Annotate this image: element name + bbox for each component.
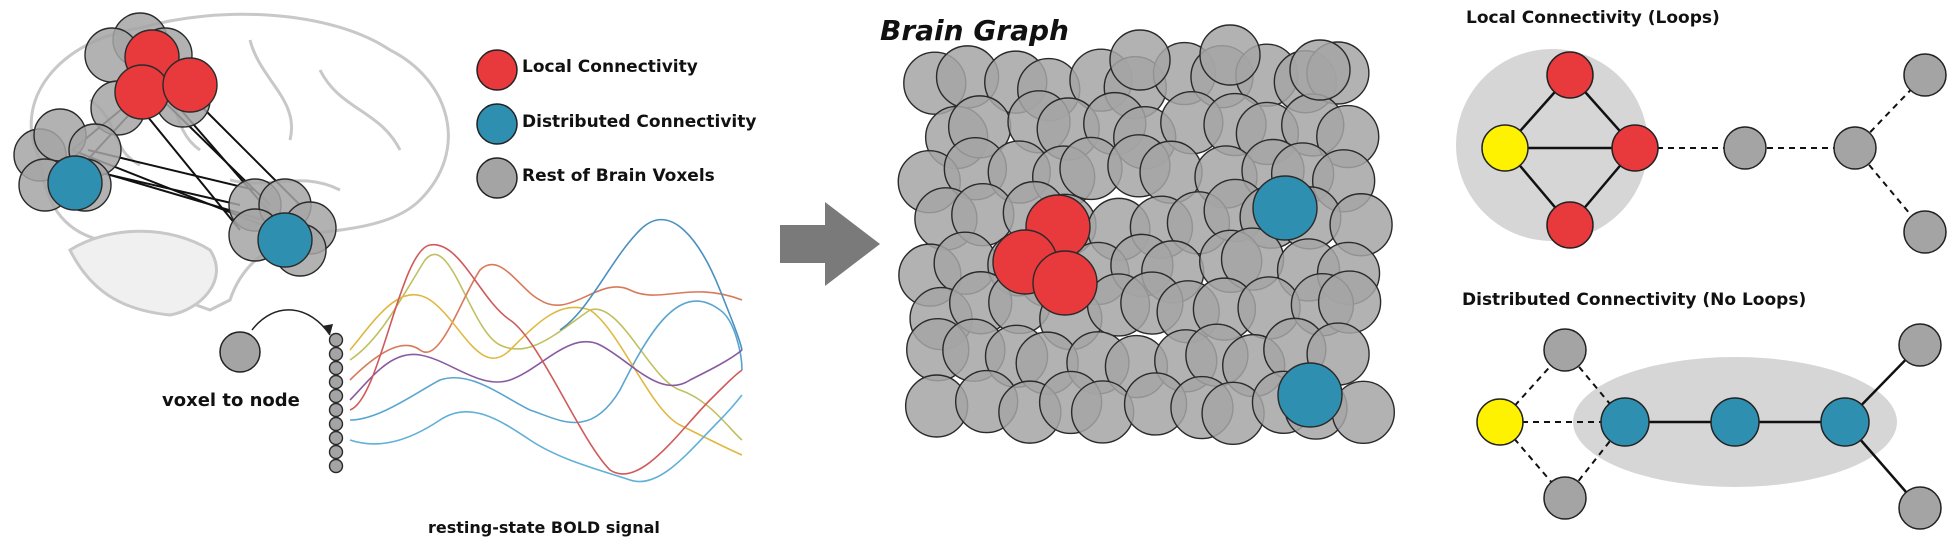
rest-node (1898, 323, 1942, 367)
voxel-to-node-label: voxel to node (162, 390, 300, 411)
voxel-node (219, 331, 261, 373)
stack-node (328, 430, 344, 446)
bold-trace (559, 218, 743, 351)
legend-rest-icon (476, 157, 518, 199)
distributed-node (1710, 397, 1760, 447)
local-connectivity-title: Local Connectivity (Loops) (1466, 8, 1720, 28)
brain-voxels (13, 12, 337, 277)
stack-node (328, 416, 344, 432)
bold-signal-traces (349, 218, 743, 483)
stack-node (328, 444, 344, 460)
local-node (1611, 124, 1659, 172)
bold-signal-label: resting-state BOLD signal (428, 518, 660, 537)
local-seed-node (1481, 124, 1529, 172)
distributed-voxel (47, 155, 103, 211)
graph-distributed-node (1252, 175, 1318, 241)
graph-node (1109, 29, 1171, 91)
stack-node (328, 374, 344, 390)
local-voxel (114, 64, 170, 120)
graph-node (1289, 39, 1351, 101)
rest-node (1543, 328, 1587, 372)
bold-trace (349, 263, 743, 381)
graph-local-node (1032, 250, 1098, 316)
bold-trace (349, 293, 743, 456)
brain-graph (897, 24, 1396, 446)
graph-node (1317, 270, 1382, 334)
transform-arrow (780, 202, 880, 286)
local-node (1546, 201, 1594, 249)
distributed-node (1600, 397, 1650, 447)
legend-local-label: Local Connectivity (522, 57, 698, 77)
brain-graph-title: Brain Graph (880, 14, 1069, 47)
local-loop-highlight (1456, 49, 1648, 241)
node-stack (328, 332, 344, 474)
distributed-connectivity-title: Distributed Connectivity (No Loops) (1462, 290, 1807, 310)
stack-node (328, 332, 344, 348)
bold-trace (349, 244, 743, 475)
rest-node (1833, 126, 1877, 170)
voxel-arrow-head (322, 324, 333, 335)
rest-node (1543, 476, 1587, 520)
bold-trace (349, 394, 743, 483)
voxel-arrow (251, 309, 331, 336)
local-chain-edges (1635, 74, 1926, 233)
stack-node (328, 360, 344, 376)
legend-distributed-icon (476, 103, 518, 145)
distributed-seed-node (1476, 398, 1524, 446)
graph-node (1199, 24, 1261, 86)
graph-distributed-node (1277, 362, 1343, 428)
bold-trace (349, 300, 743, 424)
stack-node (328, 346, 344, 362)
brain-illustration (29, 12, 450, 317)
distributed-node (1820, 397, 1870, 447)
legend-rest-label: Rest of Brain Voxels (522, 166, 715, 186)
stack-node (328, 458, 344, 474)
rest-node (1723, 126, 1767, 170)
stack-node (328, 402, 344, 418)
local-node (1546, 51, 1594, 99)
graph-node (1070, 380, 1135, 444)
legend-local-icon (476, 49, 518, 91)
local-voxel (162, 57, 218, 113)
rest-node (1903, 53, 1947, 97)
distributed-voxel (257, 212, 313, 268)
rest-node (1903, 210, 1947, 254)
legend-distributed-label: Distributed Connectivity (522, 112, 757, 132)
rest-node (1898, 486, 1942, 530)
bold-trace (349, 340, 743, 401)
bold-trace (349, 253, 743, 441)
stack-node (328, 388, 344, 404)
